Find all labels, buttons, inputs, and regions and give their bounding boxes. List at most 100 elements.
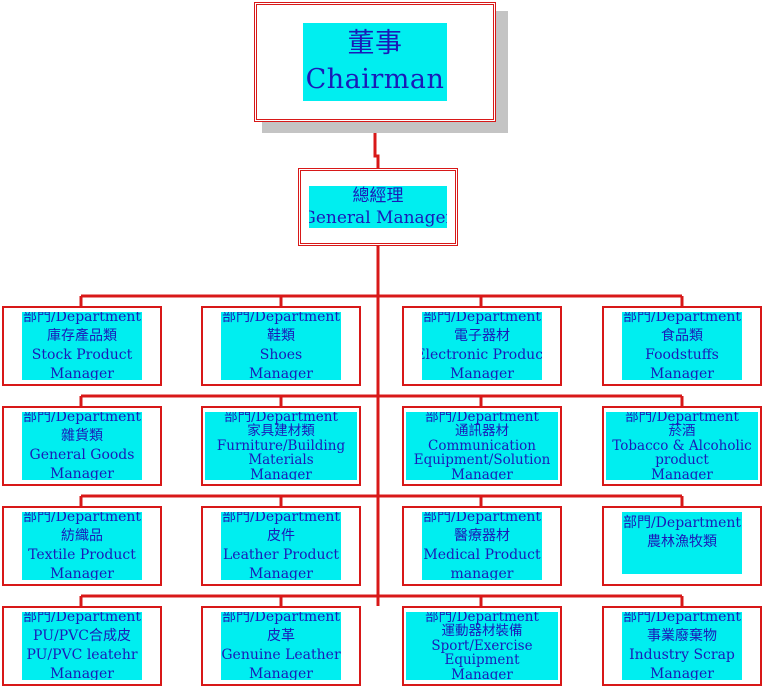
department-label-line: Manager bbox=[50, 666, 114, 680]
department-label-line: Manager bbox=[50, 566, 114, 580]
department-label-line: 庫存產品類 bbox=[47, 328, 117, 344]
department-label-line: Manager bbox=[249, 666, 313, 680]
department-label-line: PU/PVC leatehr bbox=[26, 647, 138, 663]
department-label: 部門/Department 醫療器材 Medical Product manager bbox=[422, 512, 542, 580]
department-label: 部門/Department 電子器材 Electronic ProductManag… bbox=[422, 312, 542, 380]
department-label-line: 部門/Department bbox=[422, 312, 542, 325]
department-label-line: Communication bbox=[428, 437, 536, 454]
department-label-line: 電子器材 bbox=[454, 328, 510, 344]
department-label-line: 部門/Department bbox=[422, 512, 542, 525]
chairman-label: 董事 Chairman bbox=[303, 23, 447, 101]
department-label-line: Industry Scrap bbox=[629, 647, 735, 663]
department-label-line: 部門/Department bbox=[22, 312, 142, 325]
department-label-line: 菸酒 bbox=[668, 423, 696, 440]
general-manager-label: 總經理 General Manager bbox=[309, 186, 447, 228]
department-label-line: Materials bbox=[248, 452, 314, 469]
department-label-line: 部門/Department bbox=[425, 412, 539, 425]
department-box: 部門/Department 醫療器材 Medical Product manager bbox=[402, 506, 562, 586]
department-label-line: 部門/Department bbox=[22, 512, 142, 525]
chairman-title-zh: 董事 bbox=[347, 28, 403, 59]
department-label-line: Manager bbox=[50, 466, 114, 480]
department-label-line: 部門/Department bbox=[224, 412, 338, 425]
department-label-line: 鞋類 bbox=[267, 328, 295, 344]
department-label-line: 部門/Department bbox=[625, 412, 739, 425]
general-manager-title-zh: 總經理 bbox=[352, 186, 404, 206]
department-label-line: manager bbox=[450, 566, 514, 580]
department-label-line: Sport/Exercise bbox=[431, 637, 533, 654]
department-label-line: Foodstuffs bbox=[645, 347, 719, 363]
department-label-line: Medical Product bbox=[423, 547, 541, 563]
department-label-line: Genuine Leather bbox=[221, 647, 341, 663]
department-label-line: 部門/Department bbox=[622, 612, 742, 625]
department-label-line: 部門/Department bbox=[22, 412, 142, 425]
department-label-line: Manager bbox=[650, 366, 714, 380]
department-label-line: Furniture/Building bbox=[216, 437, 346, 454]
department-label-line: 農林漁牧類 bbox=[647, 534, 717, 550]
department-label-line: Manager bbox=[650, 666, 714, 680]
department-label-line: 食品類 bbox=[661, 328, 703, 344]
department-label-line: Electronic Product bbox=[422, 347, 542, 363]
department-label-line: Equipment bbox=[444, 652, 520, 669]
general-manager-title-en: General Manager bbox=[309, 208, 447, 228]
department-label-line: Manager bbox=[250, 466, 312, 480]
department-label-line: Manager bbox=[451, 666, 513, 680]
chairman-to-gm-line bbox=[373, 122, 380, 168]
department-label-line: Leather Product bbox=[223, 547, 339, 563]
department-label-line: product bbox=[655, 452, 709, 469]
department-label-line: Manager bbox=[451, 466, 513, 480]
department-label-line: Stock Product bbox=[31, 347, 133, 363]
department-label-line: Tobacco & Alcoholic bbox=[612, 437, 752, 454]
department-label-line: 紡織品 bbox=[61, 528, 103, 544]
department-label-line: Textile Product bbox=[28, 547, 136, 563]
department-box: 部門/Department 電子器材 Electronic ProductManag… bbox=[402, 306, 562, 386]
department-label-line: 部門/Department bbox=[22, 612, 142, 625]
department-label-line: Manager bbox=[249, 366, 313, 380]
department-label-line: 部門/Department bbox=[622, 515, 742, 531]
department-label-line: Manager bbox=[249, 566, 313, 580]
department-label-line: Manager bbox=[450, 366, 514, 380]
department-label-line: 皮革 bbox=[267, 628, 295, 644]
department-label-line: 部門/Department bbox=[425, 612, 539, 625]
department-label-line: 事業廢棄物 bbox=[647, 628, 717, 644]
chairman-box: 董事 Chairman bbox=[254, 2, 496, 122]
department-label-line: 部門/Department bbox=[221, 612, 341, 625]
department-label-line: 皮件 bbox=[267, 528, 295, 544]
department-label-line: 部門/Department bbox=[221, 512, 341, 525]
department-label-line: Equipment/Solution bbox=[413, 452, 551, 469]
department-label-line: 家具建材類 bbox=[247, 423, 315, 440]
department-label-line: 通訊器材 bbox=[455, 423, 509, 440]
department-label-line: 雜貨類 bbox=[61, 428, 103, 444]
department-label-line: Manager bbox=[50, 366, 114, 380]
department-label-line: Shoes bbox=[259, 347, 303, 363]
department-label-line: 部門/Department bbox=[221, 312, 341, 325]
department-label-line: General Goods bbox=[29, 447, 135, 463]
department-label-line: 醫療器材 bbox=[454, 528, 510, 544]
department-label-line: PU/PVC合成皮 bbox=[33, 628, 131, 644]
department-label-line: 部門/Department bbox=[622, 312, 742, 325]
